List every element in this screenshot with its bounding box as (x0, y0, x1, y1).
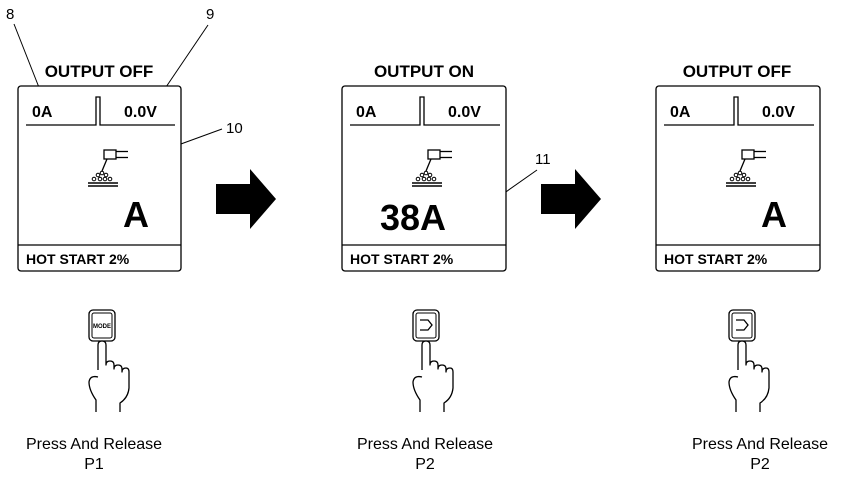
caption-line-1: Press And Release (26, 436, 162, 453)
display-panel-1: OUTPUT OFF 0A 0.0V A HOT START 2% (17, 62, 182, 272)
voltage-readout: 0.0V (124, 104, 157, 121)
hot-start-setting: HOT START 2% (350, 251, 454, 267)
mode-button-label: MODE (93, 324, 111, 330)
voltage-readout: 0.0V (448, 104, 481, 121)
preset-value: A (123, 194, 149, 235)
meter-divider (350, 96, 500, 126)
meter-divider (26, 96, 175, 126)
amperage-readout: 0A (356, 104, 377, 121)
caption-line-2: P2 (750, 456, 770, 473)
amperage-value: 38A (380, 197, 446, 238)
callout-8: 8 (6, 6, 14, 23)
caption-line-2: P1 (84, 456, 104, 473)
preset-value: A (761, 194, 787, 235)
display-panel-3: OUTPUT OFF 0A 0.0V A HOT START 2% (655, 62, 821, 272)
enter-arrow-icon (736, 319, 749, 331)
display-panel-2: OUTPUT ON 0A 0.0V 38A HOT START 2% (341, 62, 507, 272)
panel-title: OUTPUT OFF (683, 62, 792, 81)
mode-button[interactable]: MODE (88, 309, 116, 342)
meter-divider (664, 96, 814, 126)
voltage-readout: 0.0V (762, 104, 795, 121)
pressing-hand-icon (728, 340, 770, 413)
leader-line-8 (13, 23, 41, 91)
pressing-hand-icon (412, 340, 454, 413)
callout-9: 9 (206, 6, 214, 23)
caption-line-1: Press And Release (357, 436, 493, 453)
hot-start-setting: HOT START 2% (26, 251, 130, 267)
panel-title: OUTPUT OFF (45, 62, 154, 81)
arrow-button-p2[interactable] (412, 309, 440, 342)
caption-line-2: P2 (415, 456, 435, 473)
right-arrow-icon (541, 169, 601, 229)
panel-title: OUTPUT ON (374, 62, 474, 81)
right-arrow-icon (216, 169, 276, 229)
pressing-hand-icon (88, 340, 130, 413)
enter-arrow-icon (420, 319, 433, 331)
amperage-readout: 0A (670, 104, 691, 121)
arrow-button-p2[interactable] (728, 309, 756, 342)
callout-11: 11 (535, 151, 551, 168)
amperage-readout: 0A (32, 104, 53, 121)
hot-start-setting: HOT START 2% (664, 251, 768, 267)
caption-line-1: Press And Release (692, 436, 828, 453)
leader-line-9 (163, 24, 209, 91)
callout-10: 10 (226, 120, 243, 137)
